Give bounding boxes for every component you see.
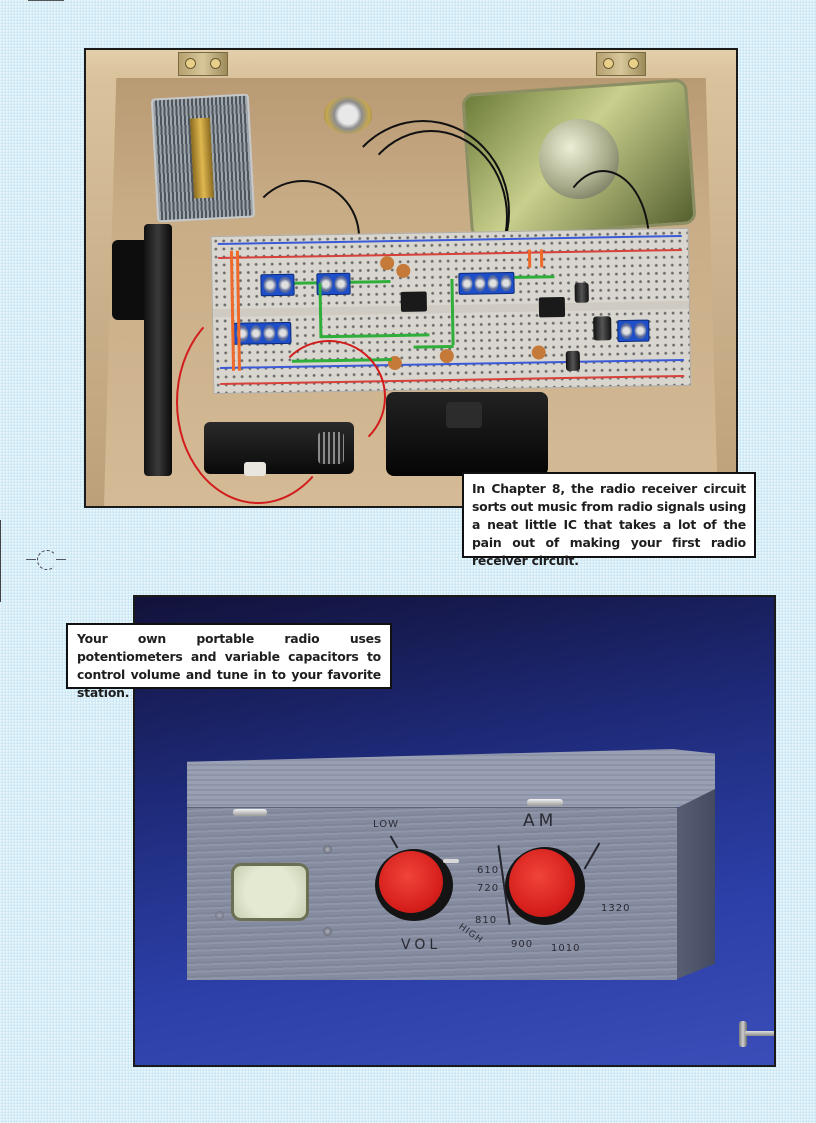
potentiometer bbox=[324, 96, 372, 134]
radio-side bbox=[677, 789, 715, 979]
wire bbox=[336, 120, 510, 304]
dial-mark-label: 810 bbox=[475, 915, 498, 926]
hinge-icon bbox=[178, 52, 228, 76]
jumper-wire bbox=[514, 275, 555, 279]
power-toggle-switch bbox=[735, 1021, 774, 1049]
ic-chip bbox=[538, 297, 566, 318]
ic-chip bbox=[400, 291, 428, 312]
terminal-block bbox=[260, 273, 295, 297]
tuning-knob bbox=[505, 847, 585, 925]
screw-icon bbox=[323, 845, 332, 854]
jumper-wire bbox=[350, 280, 391, 284]
terminal-block bbox=[617, 319, 650, 343]
battery-holder bbox=[386, 392, 548, 476]
screw-hole bbox=[215, 911, 224, 920]
dial-mark-label: 610 bbox=[477, 865, 500, 876]
jumper-wire bbox=[294, 281, 317, 285]
crop-mark bbox=[28, 0, 64, 1]
dial-mark-label: 900 bbox=[511, 939, 534, 950]
jumper-wire bbox=[319, 333, 430, 339]
hinge-icon bbox=[596, 52, 646, 76]
figure-caption: In Chapter 8, the radio receiver circuit… bbox=[462, 472, 756, 568]
electrolytic-capacitor bbox=[565, 350, 581, 372]
dial-mark-label: 720 bbox=[477, 883, 500, 894]
dial-mark-label: 1010 bbox=[551, 943, 581, 954]
jumper-wire bbox=[527, 249, 532, 268]
ceramic-capacitor bbox=[380, 255, 395, 271]
electrolytic-capacitor bbox=[593, 316, 612, 341]
radio-enclosure: LOW HIGH VOL AM 610 720 810 900 1010 132… bbox=[187, 749, 774, 1047]
jumper-wire bbox=[450, 278, 455, 345]
band-label: AM bbox=[523, 811, 558, 831]
hinge-pin bbox=[233, 809, 267, 816]
variable-capacitor bbox=[150, 93, 256, 223]
knob-pointer bbox=[443, 859, 459, 863]
dial-mark-label: 1320 bbox=[601, 903, 631, 914]
volume-knob bbox=[375, 849, 453, 921]
ceramic-capacitor bbox=[531, 345, 546, 360]
electrolytic-capacitor bbox=[574, 282, 589, 303]
cable-tie bbox=[244, 462, 266, 476]
jumper-wire bbox=[413, 344, 454, 349]
hinge-pin bbox=[527, 799, 563, 806]
wire bbox=[354, 130, 508, 304]
margin-rule bbox=[0, 520, 1, 602]
ferrite-antenna bbox=[144, 224, 172, 476]
ceramic-capacitor bbox=[396, 263, 411, 278]
ceramic-capacitor bbox=[439, 348, 454, 364]
jumper-wire bbox=[539, 249, 544, 268]
breadboard-radio-photo bbox=[84, 48, 738, 508]
speaker-grille bbox=[231, 863, 309, 921]
battery-holder bbox=[204, 422, 354, 474]
radio-lid bbox=[187, 749, 715, 807]
volume-label: VOL bbox=[401, 937, 442, 953]
terminal-block bbox=[458, 271, 515, 295]
registration-mark-icon bbox=[26, 548, 66, 576]
wire bbox=[176, 300, 340, 504]
figure-caption: Your own portable radio uses potentiomet… bbox=[66, 623, 392, 700]
screw-icon bbox=[323, 927, 332, 936]
volume-low-label: LOW bbox=[373, 819, 399, 830]
